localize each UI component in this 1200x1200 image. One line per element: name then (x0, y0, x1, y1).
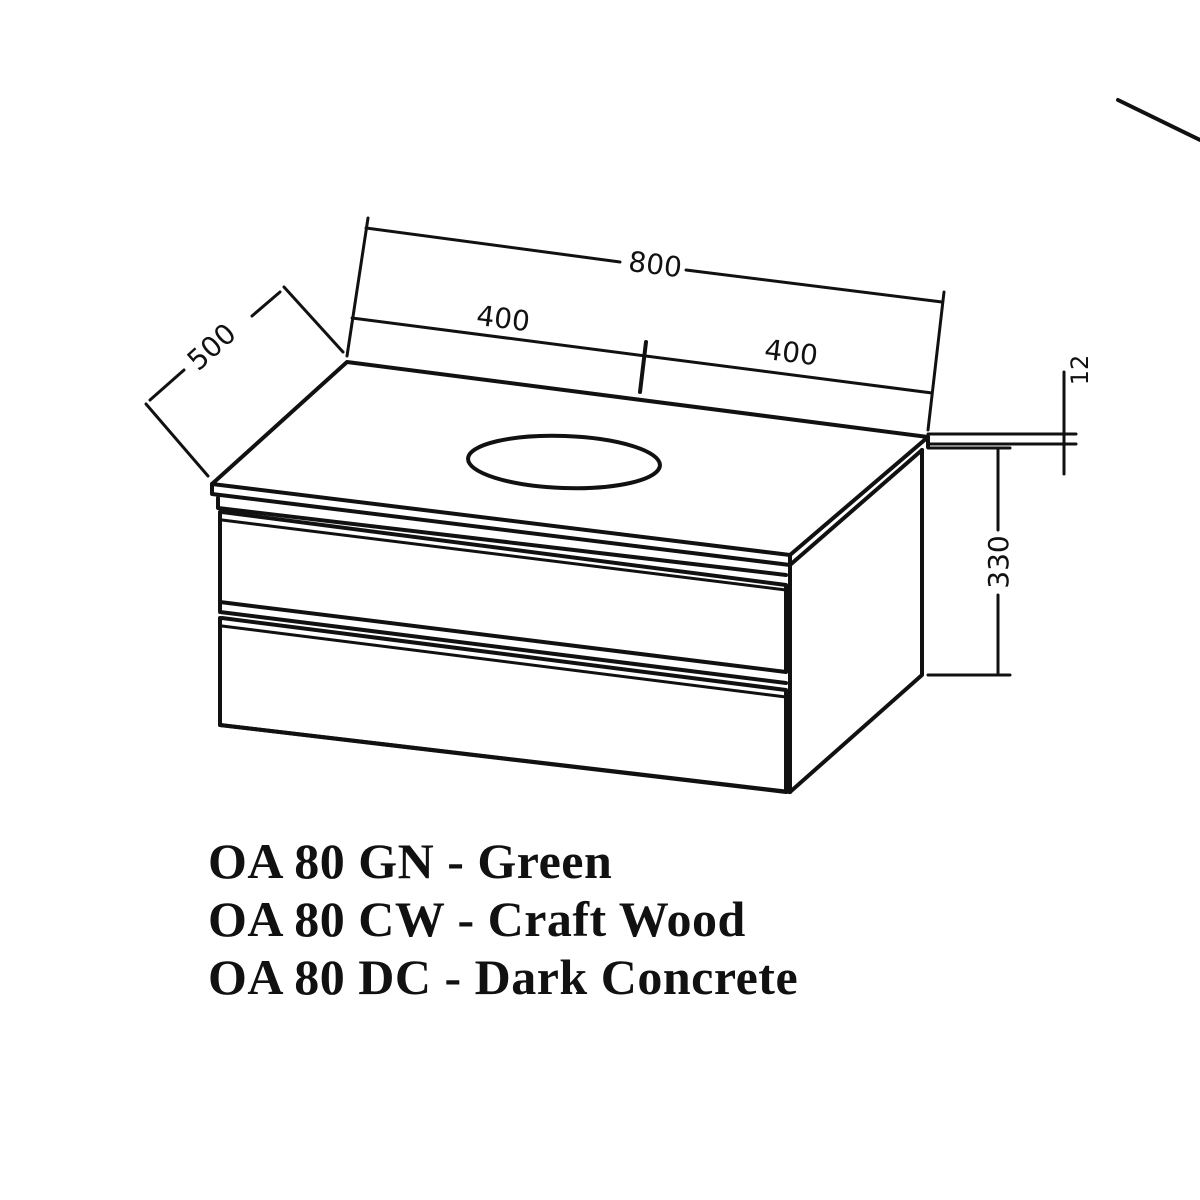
variant-item: OA 80 DC - Dark Concrete (208, 949, 799, 1005)
width-ext-line-left (345, 216, 370, 358)
depth-label: 500 (181, 317, 243, 377)
depth-dim-line-a (250, 290, 282, 318)
countertop-side-bottom (788, 448, 924, 567)
left-section-label: 400 (475, 299, 532, 338)
right-section-label: 400 (763, 333, 820, 372)
corner-mark-line (1116, 98, 1200, 142)
width-ext-line-right (926, 290, 946, 432)
depth-ext-line-back (282, 285, 345, 354)
cabinet-bottom-edge (218, 723, 792, 794)
countertop-front-edge (210, 482, 792, 567)
height-label: 330 (982, 535, 1015, 588)
variant-item: OA 80 GN - Green (208, 833, 613, 889)
width-dim-line-a (364, 226, 622, 264)
lower-drawer-rail (218, 600, 788, 685)
width-dim-line-b (684, 268, 944, 304)
upper-drawer-rail (216, 496, 788, 577)
section-divider-tick (638, 340, 648, 394)
basin-ellipse (466, 433, 662, 491)
section-dim-line (350, 316, 934, 395)
lower-drawer-groove (220, 624, 788, 699)
upper-drawer-groove (220, 518, 788, 592)
thickness-label: 12 (1066, 355, 1094, 386)
variant-list: OA 80 GN - Green OA 80 CW - Craft Wood O… (208, 832, 798, 1006)
variant-item: OA 80 CW - Craft Wood (208, 891, 746, 947)
upper-drawer-front (218, 510, 788, 674)
depth-ext-line-front (144, 402, 210, 478)
depth-dim-line-b (148, 368, 186, 402)
width-label: 800 (627, 245, 684, 284)
cabinet-side-panel (788, 448, 924, 794)
lower-drawer-front (218, 616, 788, 794)
